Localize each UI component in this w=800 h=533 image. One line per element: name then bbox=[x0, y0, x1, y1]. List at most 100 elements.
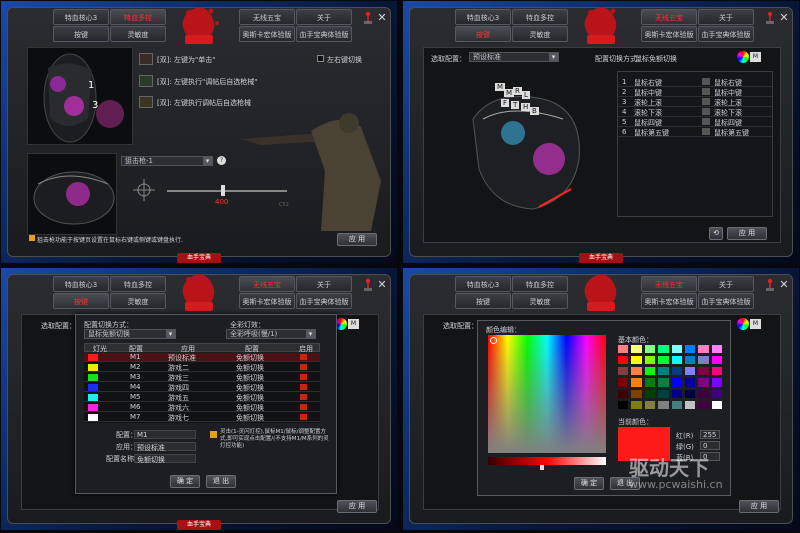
brightness-slider[interactable] bbox=[488, 457, 606, 465]
tab-core3[interactable]: 特血核心3 bbox=[53, 9, 109, 25]
tab-multi-control[interactable]: 特血多控 bbox=[110, 276, 166, 292]
m-badge[interactable]: M bbox=[750, 319, 761, 329]
tab-bloody-guide[interactable]: 血手宝典体验版 bbox=[296, 26, 352, 42]
enable-checkbox[interactable] bbox=[300, 364, 307, 370]
color-swatch[interactable] bbox=[88, 374, 98, 381]
table-row[interactable]: M7 游戏七 免额切换 bbox=[84, 413, 320, 422]
tab-sensitivity[interactable]: 灵敏度 bbox=[512, 293, 568, 309]
joystick-icon[interactable] bbox=[363, 11, 373, 25]
reset-button[interactable]: ⟲ bbox=[709, 227, 723, 240]
tab-multi-control[interactable]: 特血多控 bbox=[110, 9, 166, 25]
sensitivity-slider-thumb[interactable] bbox=[221, 185, 225, 196]
help-icon[interactable]: ? bbox=[217, 156, 226, 165]
tab-sensitivity[interactable]: 灵敏度 bbox=[110, 293, 166, 309]
color-swatch[interactable] bbox=[88, 384, 98, 391]
config-select[interactable]: 预设标准 bbox=[469, 52, 559, 62]
close-icon[interactable]: ✕ bbox=[377, 11, 387, 24]
tab-multi-control[interactable]: 特血多控 bbox=[512, 276, 568, 292]
enable-checkbox[interactable] bbox=[300, 414, 307, 420]
spectrum-picker[interactable] bbox=[490, 337, 497, 344]
color-swatch[interactable] bbox=[88, 354, 98, 361]
tab-about[interactable]: 关于 bbox=[296, 9, 352, 25]
apply-button[interactable]: 应 用 bbox=[337, 233, 377, 246]
enable-checkbox[interactable] bbox=[300, 404, 307, 410]
color-wheel-icon[interactable] bbox=[737, 51, 749, 63]
close-icon[interactable]: ✕ bbox=[779, 278, 789, 291]
tab-wireless[interactable]: 无线五宝 bbox=[239, 9, 295, 25]
blue-input[interactable]: 0 bbox=[700, 452, 720, 461]
table-row[interactable]: 4 滚轮下滚 滚轮下滚 bbox=[618, 108, 772, 117]
tab-sensitivity[interactable]: 灵敏度 bbox=[512, 26, 568, 42]
shot-mode-icon-2[interactable] bbox=[139, 75, 153, 87]
shot-mode-icon-1[interactable] bbox=[139, 53, 153, 65]
shot-mode-icon-3[interactable] bbox=[139, 96, 153, 108]
tab-keys[interactable]: 按键 bbox=[455, 26, 511, 42]
ok-button[interactable]: 确 定 bbox=[574, 477, 604, 490]
tab-core3[interactable]: 特血核心3 bbox=[455, 9, 511, 25]
brightness-thumb[interactable] bbox=[540, 465, 544, 470]
cancel-button[interactable]: 退 出 bbox=[206, 475, 236, 488]
tab-bloody-guide[interactable]: 血手宝典体验版 bbox=[296, 293, 352, 309]
light-effect-select[interactable]: 全彩呼吸(慢/1) bbox=[226, 329, 316, 339]
tab-wireless[interactable]: 无线五宝 bbox=[641, 9, 697, 25]
preset-select[interactable]: 狙击枪-1 bbox=[121, 156, 213, 166]
color-swatch[interactable] bbox=[88, 394, 98, 401]
tab-multi-control[interactable]: 特血多控 bbox=[512, 9, 568, 25]
apply-button[interactable]: 应 用 bbox=[337, 500, 377, 513]
form-config-field[interactable]: M1 bbox=[134, 430, 196, 439]
switch-mode-select[interactable]: 鼠标免额切换 bbox=[84, 329, 176, 339]
tab-oscar-macro[interactable]: 奥斯卡宏体验版 bbox=[641, 26, 697, 42]
tab-oscar-macro[interactable]: 奥斯卡宏体验版 bbox=[239, 293, 295, 309]
enable-checkbox[interactable] bbox=[300, 354, 307, 360]
enable-checkbox[interactable] bbox=[300, 394, 307, 400]
tab-keys[interactable]: 按键 bbox=[455, 293, 511, 309]
color-wheel-icon[interactable] bbox=[335, 318, 347, 330]
tab-wireless[interactable]: 无线五宝 bbox=[641, 276, 697, 292]
color-swatch[interactable] bbox=[88, 414, 98, 421]
tab-keys[interactable]: 按键 bbox=[53, 26, 109, 42]
tab-oscar-macro[interactable]: 奥斯卡宏体验版 bbox=[239, 26, 295, 42]
tab-about[interactable]: 关于 bbox=[296, 276, 352, 292]
table-row[interactable]: M5 游戏五 免额切换 bbox=[84, 393, 320, 402]
enable-checkbox[interactable] bbox=[300, 384, 307, 390]
table-row[interactable]: M3 游戏三 免额切换 bbox=[84, 373, 320, 382]
close-icon[interactable]: ✕ bbox=[377, 278, 387, 291]
joystick-icon[interactable] bbox=[363, 278, 373, 292]
form-name-field[interactable]: 免额切换 bbox=[134, 454, 196, 464]
tab-oscar-macro[interactable]: 奥斯卡宏体验版 bbox=[641, 293, 697, 309]
tab-wireless[interactable]: 无线五宝 bbox=[239, 276, 295, 292]
tab-bloody-guide[interactable]: 血手宝典体验版 bbox=[698, 26, 754, 42]
close-icon[interactable]: ✕ bbox=[779, 11, 789, 24]
color-swatch[interactable] bbox=[88, 364, 98, 371]
table-row[interactable]: 3 滚轮上滚 滚轮上滚 bbox=[618, 98, 772, 107]
tab-keys[interactable]: 按键 bbox=[53, 293, 109, 309]
color-swatch[interactable] bbox=[88, 404, 98, 411]
swap-buttons-checkbox[interactable] bbox=[317, 55, 324, 62]
table-row[interactable]: 2 鼠标中键 鼠标中键 bbox=[618, 88, 772, 97]
joystick-icon[interactable] bbox=[765, 11, 775, 25]
color-wheel-icon[interactable] bbox=[737, 318, 749, 330]
form-app-field[interactable]: 预设标准 bbox=[134, 442, 196, 452]
tab-sensitivity[interactable]: 灵敏度 bbox=[110, 26, 166, 42]
red-input[interactable]: 255 bbox=[700, 430, 720, 439]
tab-bloody-guide[interactable]: 血手宝典体验版 bbox=[698, 293, 754, 309]
table-row[interactable]: 1 鼠标右键 鼠标右键 bbox=[618, 78, 772, 87]
tab-core3[interactable]: 特血核心3 bbox=[455, 276, 511, 292]
sensitivity-slider-track[interactable] bbox=[167, 190, 287, 192]
table-row[interactable]: 5 鼠标四键 鼠标四键 bbox=[618, 118, 772, 127]
tab-about[interactable]: 关于 bbox=[698, 9, 754, 25]
m-badge[interactable]: M bbox=[348, 319, 359, 329]
joystick-icon[interactable] bbox=[765, 278, 775, 292]
green-input[interactable]: 0 bbox=[700, 441, 720, 450]
m-badge[interactable]: M bbox=[750, 52, 761, 62]
table-row[interactable]: M4 游戏四 免额切换 bbox=[84, 383, 320, 392]
color-spectrum[interactable] bbox=[488, 335, 606, 453]
enable-checkbox[interactable] bbox=[300, 374, 307, 380]
table-row[interactable]: M2 游戏二 免额切换 bbox=[84, 363, 320, 372]
ok-button[interactable]: 确 定 bbox=[170, 475, 200, 488]
cancel-button[interactable]: 退 出 bbox=[610, 477, 640, 490]
table-row[interactable]: M6 游戏六 免额切换 bbox=[84, 403, 320, 412]
apply-button[interactable]: 应 用 bbox=[739, 500, 779, 513]
tab-core3[interactable]: 特血核心3 bbox=[53, 276, 109, 292]
table-row[interactable]: M1 预设标准 免额切换 bbox=[84, 353, 320, 362]
